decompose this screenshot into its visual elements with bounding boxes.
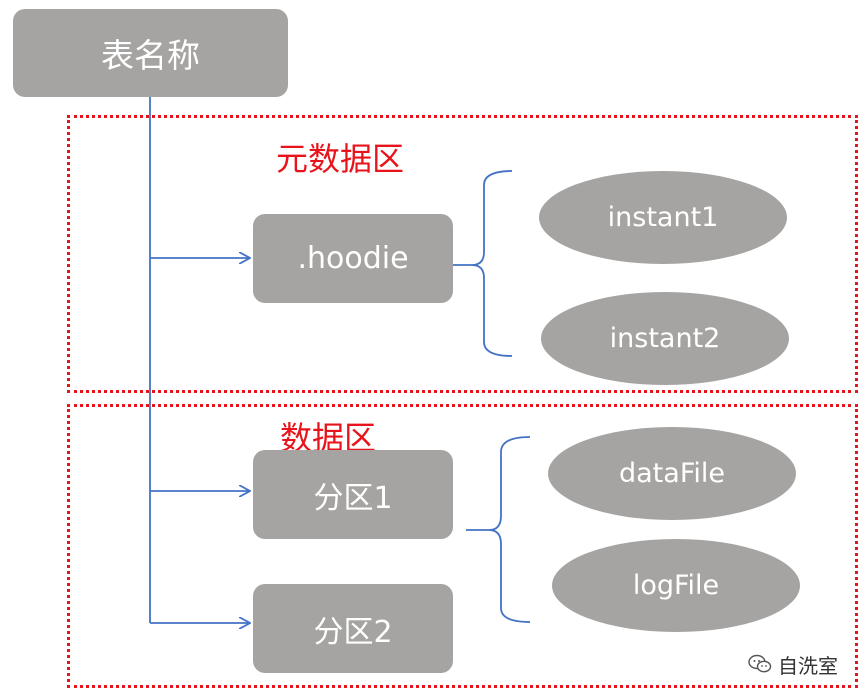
partition1-label: 分区1 [313,480,393,516]
root-table-name-box: 表名称 [13,9,288,97]
instant2-label: instant2 [609,323,721,354]
partition2-box: 分区2 [253,584,453,673]
hoodie-box: .hoodie [253,214,453,303]
wechat-icon [748,654,772,673]
brace-partition [488,436,531,623]
logfile-label: logFile [632,570,720,601]
metadata-region [67,115,858,393]
datafile-oval: dataFile [548,427,796,520]
partition1-box: 分区1 [253,450,453,539]
brace-hoodie [471,170,513,357]
partition2-label: 分区2 [313,614,393,650]
data-region [67,404,858,688]
logfile-oval: logFile [552,539,800,632]
watermark-text: 自洗室 [778,653,838,678]
instant1-oval: instant1 [539,171,787,264]
watermark: 自洗室 [748,650,838,678]
instant1-label: instant1 [607,202,719,233]
instant2-oval: instant2 [541,292,789,385]
hoodie-label: .hoodie [297,241,409,276]
root-label: 表名称 [101,36,200,75]
datafile-label: dataFile [619,458,725,489]
metadata-region-label: 元数据区 [276,140,405,178]
